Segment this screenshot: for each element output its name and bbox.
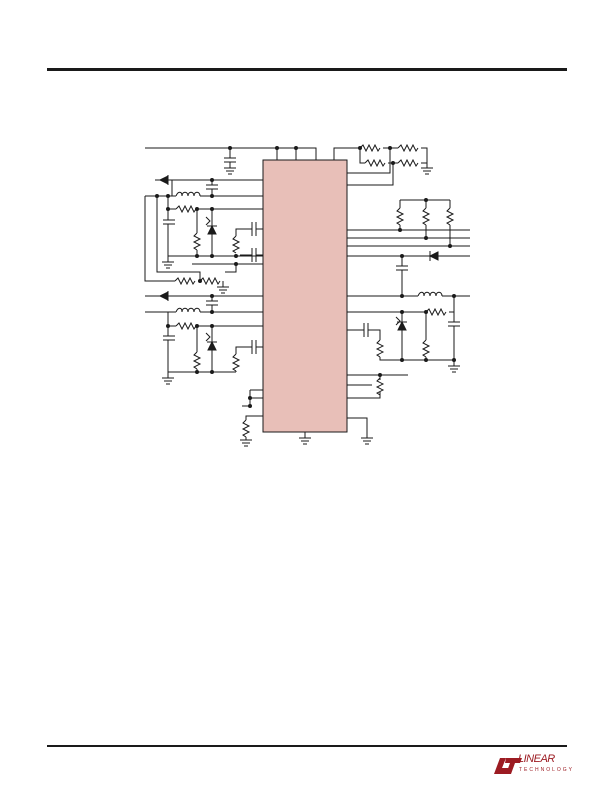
- ground-symbol: [224, 167, 236, 175]
- schottky-diode: [207, 224, 217, 235]
- ground-symbol: [162, 377, 174, 385]
- junction-dots: [155, 146, 456, 408]
- schottky-diode: [207, 340, 217, 351]
- resistor: [397, 158, 419, 168]
- resistor: [425, 307, 447, 317]
- schottky-diode: [158, 291, 169, 301]
- resistor: [364, 158, 386, 168]
- bypass-capacitor: [360, 323, 381, 340]
- schottky-diode: [158, 175, 169, 185]
- schottky-diode: [428, 251, 439, 261]
- resistor: [241, 419, 251, 438]
- resistor: [174, 276, 196, 286]
- inductor: [175, 191, 201, 197]
- flying-capacitor: [396, 265, 408, 296]
- resistor: [445, 207, 455, 226]
- resistor: [375, 377, 385, 396]
- resistor: [231, 235, 241, 254]
- flying-capacitor: [206, 180, 218, 196]
- ground-symbol: [217, 286, 229, 294]
- ground-symbol: [421, 167, 433, 175]
- inductor: [417, 291, 443, 297]
- resistor: [395, 207, 405, 226]
- input-capacitor: [224, 148, 236, 168]
- resistor: [175, 321, 197, 331]
- resistor: [199, 276, 221, 286]
- resistor: [421, 339, 431, 358]
- resistor: [375, 339, 385, 358]
- resistor: [397, 143, 419, 153]
- bypass-capacitor: [240, 248, 263, 262]
- output-capacitor: [448, 321, 460, 360]
- ground-symbol: [299, 437, 311, 445]
- ground-symbol: [361, 437, 373, 445]
- resistor: [359, 143, 381, 153]
- resistor: [192, 232, 202, 251]
- resistor: [175, 204, 197, 214]
- lt-logo-icon: [494, 758, 522, 774]
- header-rule: [47, 68, 567, 71]
- input-rail-wire: [145, 147, 317, 160]
- footer-rule: [47, 745, 567, 747]
- bypass-capacitor: [247, 222, 263, 236]
- ground-symbol: [162, 261, 174, 269]
- logo-wordmark: LINEAR: [518, 753, 555, 765]
- logo-subtext: TECHNOLOGY: [519, 767, 575, 773]
- controller-ic: [262, 159, 348, 433]
- resistor: [421, 207, 431, 226]
- inductor: [175, 307, 201, 313]
- ground-symbol: [448, 365, 460, 373]
- resistor: [231, 353, 241, 372]
- bypass-capacitor: [247, 340, 263, 354]
- ground-symbol: [240, 439, 252, 447]
- resistor: [192, 351, 202, 370]
- flying-capacitor: [206, 296, 218, 312]
